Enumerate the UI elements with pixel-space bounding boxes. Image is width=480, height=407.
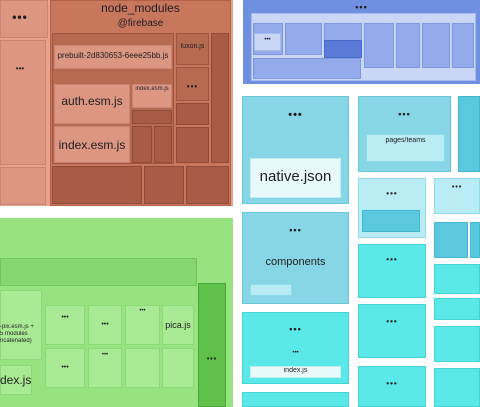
treemap-node[interactable] — [88, 305, 122, 345]
ellipsis-label: ••• — [386, 317, 398, 326]
ellipsis-label: ••• — [386, 379, 398, 388]
folder-title: node_modules — [101, 1, 180, 15]
native-json-label: native.json — [259, 168, 332, 185]
ellipsis-label: ••• — [289, 324, 302, 334]
ellipsis-label: ••• — [398, 109, 411, 119]
treemap-node[interactable] — [358, 244, 426, 298]
treemap-node[interactable] — [45, 348, 85, 388]
pix-label-line1: -pix.esm.js + — [0, 324, 34, 330]
treemap-node[interactable] — [0, 167, 46, 205]
treemap-node[interactable] — [362, 210, 420, 232]
ellipsis-label: ••• — [101, 321, 109, 328]
treemap-node[interactable] — [396, 23, 420, 68]
treemap-node[interactable] — [176, 127, 209, 163]
ellipsis-label: ••• — [139, 308, 146, 314]
treemap-node[interactable] — [250, 284, 292, 296]
treemap-node[interactable] — [125, 348, 160, 388]
treemap-node[interactable] — [144, 166, 184, 204]
treemap-node[interactable] — [434, 368, 480, 407]
treemap-node[interactable] — [162, 348, 194, 388]
treemap-node[interactable] — [358, 304, 426, 358]
treemap-node[interactable] — [132, 110, 172, 124]
ellipsis-label: ••• — [355, 2, 368, 12]
treemap-node[interactable] — [176, 67, 209, 101]
treemap-node[interactable] — [52, 166, 142, 204]
ellipsis-label: ••• — [292, 350, 299, 356]
treemap-node[interactable] — [253, 58, 361, 79]
ellipsis-label: ••• — [386, 189, 398, 198]
treemap-node[interactable] — [458, 96, 480, 172]
index-js-label: index.js — [283, 367, 308, 374]
treemap-node[interactable] — [434, 264, 480, 294]
index-esm-label: index.esm.js — [58, 138, 126, 152]
treemap-node[interactable] — [198, 283, 226, 407]
treemap-node[interactable] — [434, 178, 480, 214]
treemap-node[interactable] — [470, 222, 480, 258]
pica-label: pica.js — [165, 320, 191, 330]
treemap-node[interactable] — [358, 366, 426, 407]
treemap-node[interactable] — [186, 166, 229, 204]
treemap-node[interactable] — [154, 126, 172, 163]
treemap-node[interactable] — [0, 40, 46, 165]
ellipsis-label: ••• — [12, 10, 28, 24]
index-js-file[interactable] — [250, 366, 341, 378]
treemap-node[interactable] — [254, 33, 281, 51]
treemap-node[interactable] — [132, 126, 152, 163]
ellipsis-label: ••• — [61, 314, 69, 321]
scope-label: @firebase — [117, 18, 164, 29]
luxon-label: luxon.js — [180, 43, 205, 50]
treemap-node[interactable] — [434, 298, 480, 320]
treemap-node[interactable] — [242, 392, 349, 407]
ellipsis-label: ••• — [451, 184, 463, 191]
treemap-node[interactable] — [434, 222, 468, 258]
components-label: components — [265, 256, 326, 268]
treemap-node[interactable] — [324, 40, 362, 58]
treemap-node[interactable] — [88, 348, 122, 388]
treemap-node[interactable] — [422, 23, 450, 68]
index-file[interactable] — [0, 365, 32, 395]
pica-file[interactable] — [162, 305, 194, 345]
ellipsis-label: ••• — [289, 225, 302, 235]
treemap-node[interactable] — [364, 23, 394, 68]
index-esm-small-label: index.esm.js — [135, 86, 169, 92]
ellipsis-label: ••• — [186, 82, 199, 91]
ellipsis-label: ••• — [288, 109, 303, 121]
ellipsis-label: ••• — [15, 64, 25, 73]
ellipsis-label: ••• — [264, 37, 271, 43]
treemap-node[interactable] — [452, 23, 474, 68]
auth-file[interactable] — [54, 84, 130, 124]
treemap-node[interactable] — [0, 258, 197, 286]
auth-label: auth.esm.js — [61, 94, 123, 108]
pages-teams-label: pages/teams — [385, 137, 426, 144]
index-label: dex.js — [0, 373, 32, 387]
ellipsis-label: ••• — [101, 352, 109, 358]
pix-esm-module[interactable] — [0, 290, 42, 360]
treemap-node[interactable] — [211, 33, 229, 163]
prebuilt-label: prebuilt-2d830653-6eee25bb.js — [57, 51, 169, 60]
treemap-node[interactable] — [45, 305, 85, 345]
treemap-node[interactable] — [176, 103, 209, 125]
index-esm-file[interactable] — [54, 126, 130, 163]
pix-label-line2: 5 modules — [0, 331, 28, 337]
luxon-file[interactable] — [176, 33, 209, 65]
treemap-node[interactable] — [0, 0, 48, 38]
native-json-file[interactable] — [250, 158, 341, 198]
treemap-node[interactable] — [434, 326, 480, 362]
pix-label-line3: ncatenated) — [0, 338, 32, 344]
treemap-node[interactable] — [366, 134, 445, 162]
treemap-node[interactable] — [285, 23, 322, 55]
ellipsis-label: ••• — [206, 356, 218, 363]
treemap-node[interactable] — [125, 305, 160, 345]
prebuilt-file[interactable] — [54, 45, 172, 69]
ellipsis-label: ••• — [61, 364, 69, 371]
ellipsis-label: ••• — [386, 255, 398, 264]
index-esm-small-file[interactable] — [132, 84, 172, 108]
